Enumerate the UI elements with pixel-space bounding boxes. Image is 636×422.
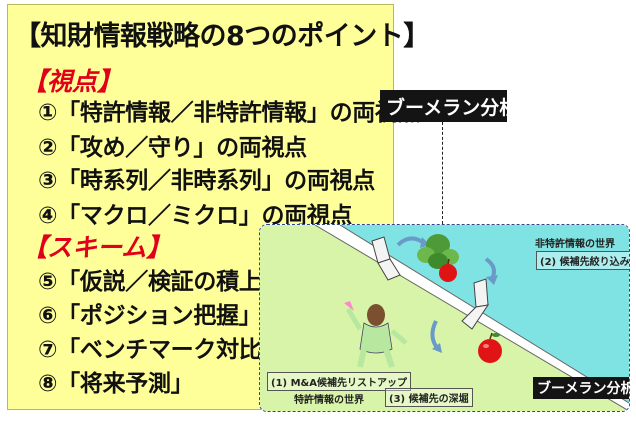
viewpoint-item-2: ②「攻め／守り」の両視点 <box>38 135 307 161</box>
viewpoint-item-1: ①「特許情報／非特許情報」の両視点 <box>38 100 421 126</box>
apple-icon-lower <box>478 332 502 363</box>
apple-icon-upper <box>439 258 457 282</box>
scheme-item-7: ⑦「ベンチマーク対比」 <box>38 337 285 363</box>
patent-world-area <box>260 225 629 411</box>
viewpoint-heading: 【視点】 <box>22 67 123 96</box>
nonpatent-world-label: 非特許情報の世界 <box>535 239 615 250</box>
person-figure <box>344 301 408 368</box>
viewpoint-item-3: ③「時系列／非時系列」の両視点 <box>38 168 375 194</box>
patent-world-label: 特許情報の世界 <box>294 395 364 406</box>
boomerang-upper-icon <box>371 236 401 281</box>
step-narrow-candidates-label: (2) 候補先絞り込み <box>536 251 629 270</box>
boomerang-analysis-tag-bottom: ブーメラン分析 <box>533 377 634 399</box>
scheme-item-6: ⑥「ポジション把握」 <box>38 303 262 329</box>
page-title: 【知財情報戦略の8つのポイント】 <box>14 21 430 52</box>
boomerang-lower-icon <box>461 278 490 330</box>
scheme-heading: 【スキーム】 <box>22 233 172 262</box>
boomerang-analysis-tag: ブーメラン分析 <box>380 90 518 122</box>
scheme-item-5: ⑤「仮説／検証の積上」 <box>38 269 285 295</box>
bush-icon <box>417 234 459 269</box>
scheme-item-8: ⑧「将来予測」 <box>38 371 194 397</box>
step-deep-dive-label: (3) 候補先の深堀 <box>385 388 473 407</box>
step-list-candidates-label: (1) M&A候補先リストアップ <box>267 372 411 391</box>
connector-dashed-line <box>442 122 443 224</box>
